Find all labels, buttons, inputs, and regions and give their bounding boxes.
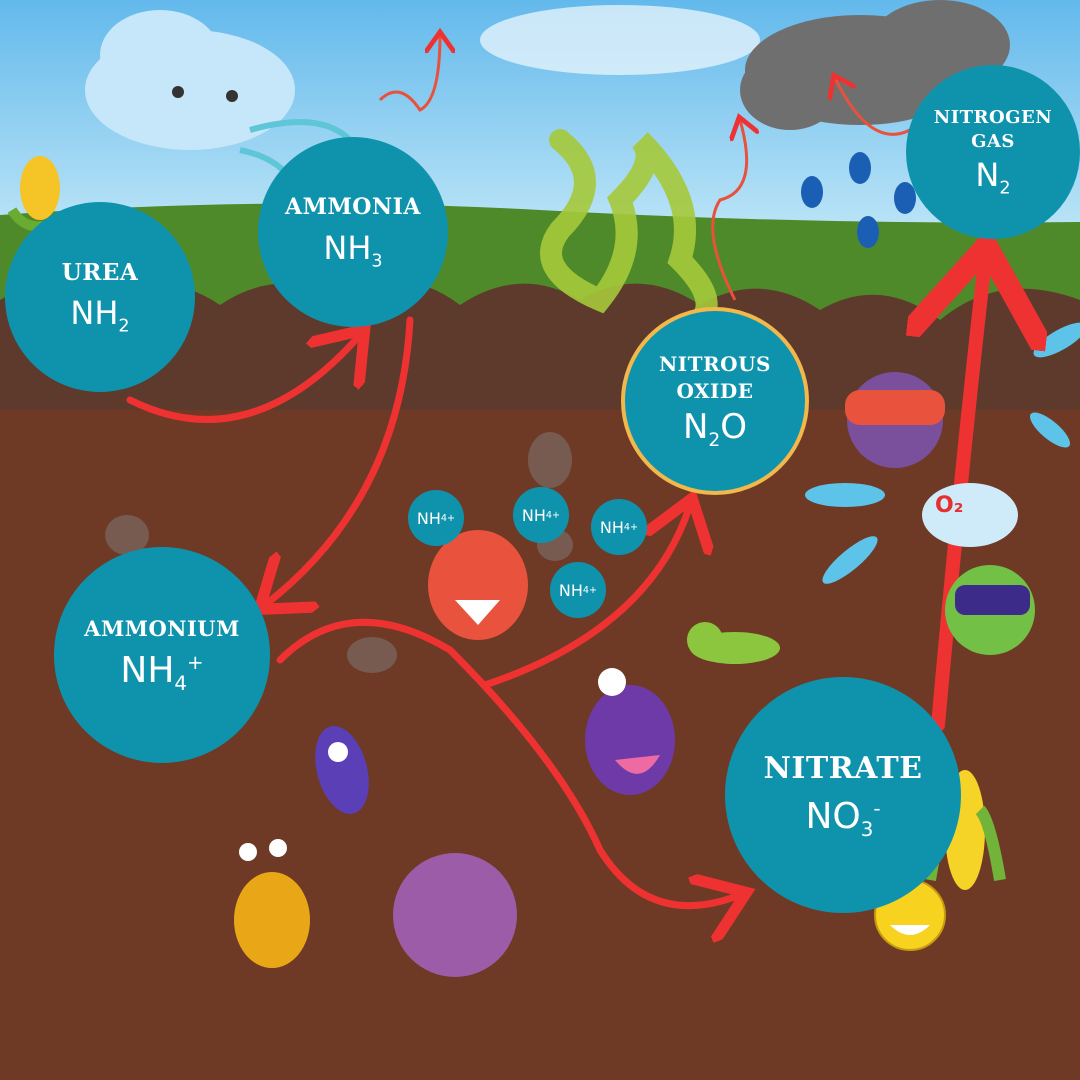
urea-formula: NH2	[70, 294, 130, 337]
virus-creature	[393, 853, 517, 977]
purple-monster	[585, 668, 675, 795]
ammonium-label: AMMONIUM	[84, 616, 240, 642]
nitrogen-gas-formula: N2	[975, 156, 1011, 199]
arrow-urea-to-ammonia	[126, 335, 360, 423]
raindrops	[801, 152, 916, 248]
arrow-ammonium-to-nitrate	[276, 618, 740, 905]
ammonia-label: AMMONIA	[285, 193, 421, 220]
arrow-ammonium-ion-to-nitrous-oxide	[481, 505, 690, 689]
node-nitrate: NITRATE NO3-	[725, 677, 961, 913]
nitrogen-gas-label-2: GAS	[971, 130, 1015, 152]
ammonia-formula: NH3	[323, 228, 383, 272]
node-ammonia: AMMONIA NH3	[258, 137, 448, 327]
oxygen-label: O₂	[935, 493, 964, 518]
yellow-slug	[234, 839, 310, 968]
nitrous-oxide-label-2: OXIDE	[676, 379, 754, 404]
sky-cloud	[480, 5, 760, 75]
arrow-ammonia-escape	[378, 35, 440, 112]
green-gas-smoke	[540, 129, 718, 331]
ammonium-formula: NH4+	[120, 649, 204, 695]
nitrous-oxide-label-1: NITROUS	[659, 352, 771, 377]
node-ammonium: AMMONIUM NH4+	[54, 547, 270, 763]
arrow-nitrogen-escape	[835, 78, 911, 136]
urea-label: UREA	[61, 259, 139, 287]
purple-bacterium	[315, 726, 369, 814]
snorkel-virus	[845, 372, 945, 468]
nitrate-formula: NO3-	[805, 795, 881, 841]
red-microbe	[428, 530, 528, 640]
arrow-nitrous-oxide-escape	[711, 120, 747, 301]
node-urea: UREA NH2	[5, 202, 195, 392]
arrow-ammonia-to-ammonium	[265, 316, 414, 605]
oxygen-cloud	[922, 483, 1018, 547]
goggles-virus	[945, 565, 1035, 655]
nitrous-oxide-formula: N2O	[682, 407, 748, 451]
nitrogen-gas-label-1: NITROGEN	[933, 106, 1053, 128]
green-caterpillar	[687, 622, 780, 664]
nitrate-label: NITRATE	[763, 751, 923, 787]
